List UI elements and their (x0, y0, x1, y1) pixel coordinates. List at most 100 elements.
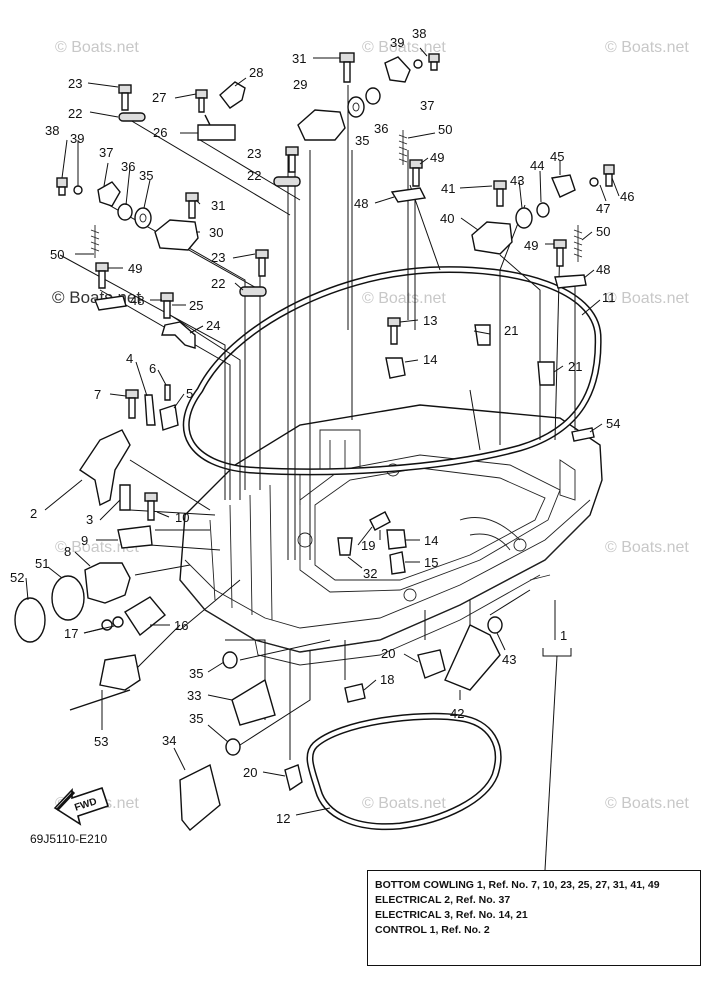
cap-20a (417, 649, 446, 679)
callout-35: 35 (139, 168, 153, 183)
lever-24 (161, 321, 196, 349)
washer-39b (73, 185, 83, 195)
callout-labels: 38 39 31 29 28 27 23 22 26 37 36 35 50 4… (10, 26, 634, 826)
lock-40 (471, 221, 513, 255)
callout-6: 6 (149, 361, 156, 376)
clip-17b (112, 616, 124, 628)
clip-5 (159, 404, 179, 431)
pad-22c (239, 286, 267, 297)
callout-32: 32 (363, 566, 377, 581)
callout-47: 47 (596, 201, 610, 216)
washer-47 (589, 177, 599, 187)
reference-line: ELECTRICAL 2, Ref. No. 37 (375, 894, 511, 906)
callout-24: 24 (206, 318, 220, 333)
callout-25: 25 (189, 298, 203, 313)
watermark: © Boats.net (362, 39, 446, 56)
bolt-38b (56, 177, 68, 196)
pad-54 (571, 427, 595, 442)
callout-26: 26 (153, 125, 167, 140)
callout-21: 21 (568, 359, 582, 374)
callout-43: 43 (502, 652, 516, 667)
holder-53 (69, 654, 141, 711)
callout-38: 38 (412, 26, 426, 41)
lower-seal-12 (306, 712, 502, 831)
grommet-14a (385, 357, 406, 379)
callout-16: 16 (174, 618, 188, 633)
callout-45: 45 (550, 149, 564, 164)
callout-34: 34 (162, 733, 176, 748)
spring-50a (398, 130, 408, 165)
bolt-27 (195, 89, 208, 113)
callout-9: 9 (81, 533, 88, 548)
lock-29 (297, 109, 346, 141)
watermark: © Boats.net (55, 539, 139, 556)
callout-30: 30 (209, 225, 223, 240)
callout-51: 51 (35, 556, 49, 571)
grommet-35d (225, 738, 241, 756)
plate-4 (144, 394, 156, 426)
callout-35: 35 (189, 711, 203, 726)
callout-35: 35 (355, 133, 369, 148)
callout-14: 14 (424, 533, 438, 548)
cap-20b (284, 764, 303, 792)
callout-33: 33 (187, 688, 201, 703)
bolt-49a (409, 159, 423, 187)
callout-7: 7 (94, 387, 101, 402)
upper-seal-11 (182, 266, 602, 476)
washer-39a (413, 59, 423, 69)
reference-line: BOTTOM COWLING 1, Ref. No. 7, 10, 23, 25… (375, 879, 660, 891)
callout-54: 54 (606, 416, 620, 431)
grommet-35b (134, 207, 152, 229)
callout-23: 23 (247, 146, 261, 161)
callout-28: 28 (249, 65, 263, 80)
bolt-25 (160, 292, 174, 319)
callout-5: 5 (186, 386, 193, 401)
callout-4: 4 (126, 351, 133, 366)
bolt-49b (95, 262, 109, 289)
reference-line: CONTROL 1, Ref. No. 2 (375, 924, 490, 936)
watermark: © Boats.net (605, 39, 689, 56)
grommet-21a (474, 324, 491, 346)
bracket-26 (197, 114, 236, 141)
callout-14: 14 (423, 352, 437, 367)
callout-38: 38 (45, 123, 59, 138)
callout-36: 36 (121, 159, 135, 174)
callout-10: 10 (175, 510, 189, 525)
callout-41: 41 (441, 181, 455, 196)
bottom-cowling (179, 404, 603, 666)
callout-22: 22 (247, 168, 261, 183)
callout-19: 19 (361, 538, 375, 553)
watermark: © Boats.net (362, 795, 446, 812)
callout-39: 39 (70, 131, 84, 146)
callout-20: 20 (381, 646, 395, 661)
grommet-35a (347, 96, 365, 118)
callout-52: 52 (10, 570, 24, 585)
bolt-23b (285, 146, 299, 173)
callout-43: 43 (510, 173, 524, 188)
callout-39: 39 (390, 35, 404, 50)
callout-50: 50 (50, 247, 64, 262)
bolt-10 (144, 492, 158, 521)
callout-12: 12 (276, 811, 290, 826)
hook-45 (551, 174, 576, 198)
bolt-13 (387, 317, 401, 345)
reference-box: BOTTOM COWLING 1, Ref. No. 7, 10, 23, 25… (367, 870, 701, 966)
callout-18: 18 (380, 672, 394, 687)
clamp-52 (14, 597, 46, 643)
pad-18 (344, 683, 366, 703)
boot-16 (124, 596, 166, 637)
watermark: © Boats.net (605, 290, 689, 307)
callout-48: 48 (130, 293, 144, 308)
callout-2: 2 (30, 506, 37, 521)
callout-31: 31 (211, 198, 225, 213)
bolt-41 (493, 180, 507, 207)
callout-48: 48 (596, 262, 610, 277)
screw-6 (164, 384, 171, 401)
part-15 (389, 551, 406, 575)
callout-23: 23 (68, 76, 82, 91)
watermark: © Boats.net (605, 539, 689, 556)
callout-42: 42 (450, 706, 464, 721)
hook-37b (97, 181, 121, 207)
callout-1: 1 (560, 628, 567, 643)
